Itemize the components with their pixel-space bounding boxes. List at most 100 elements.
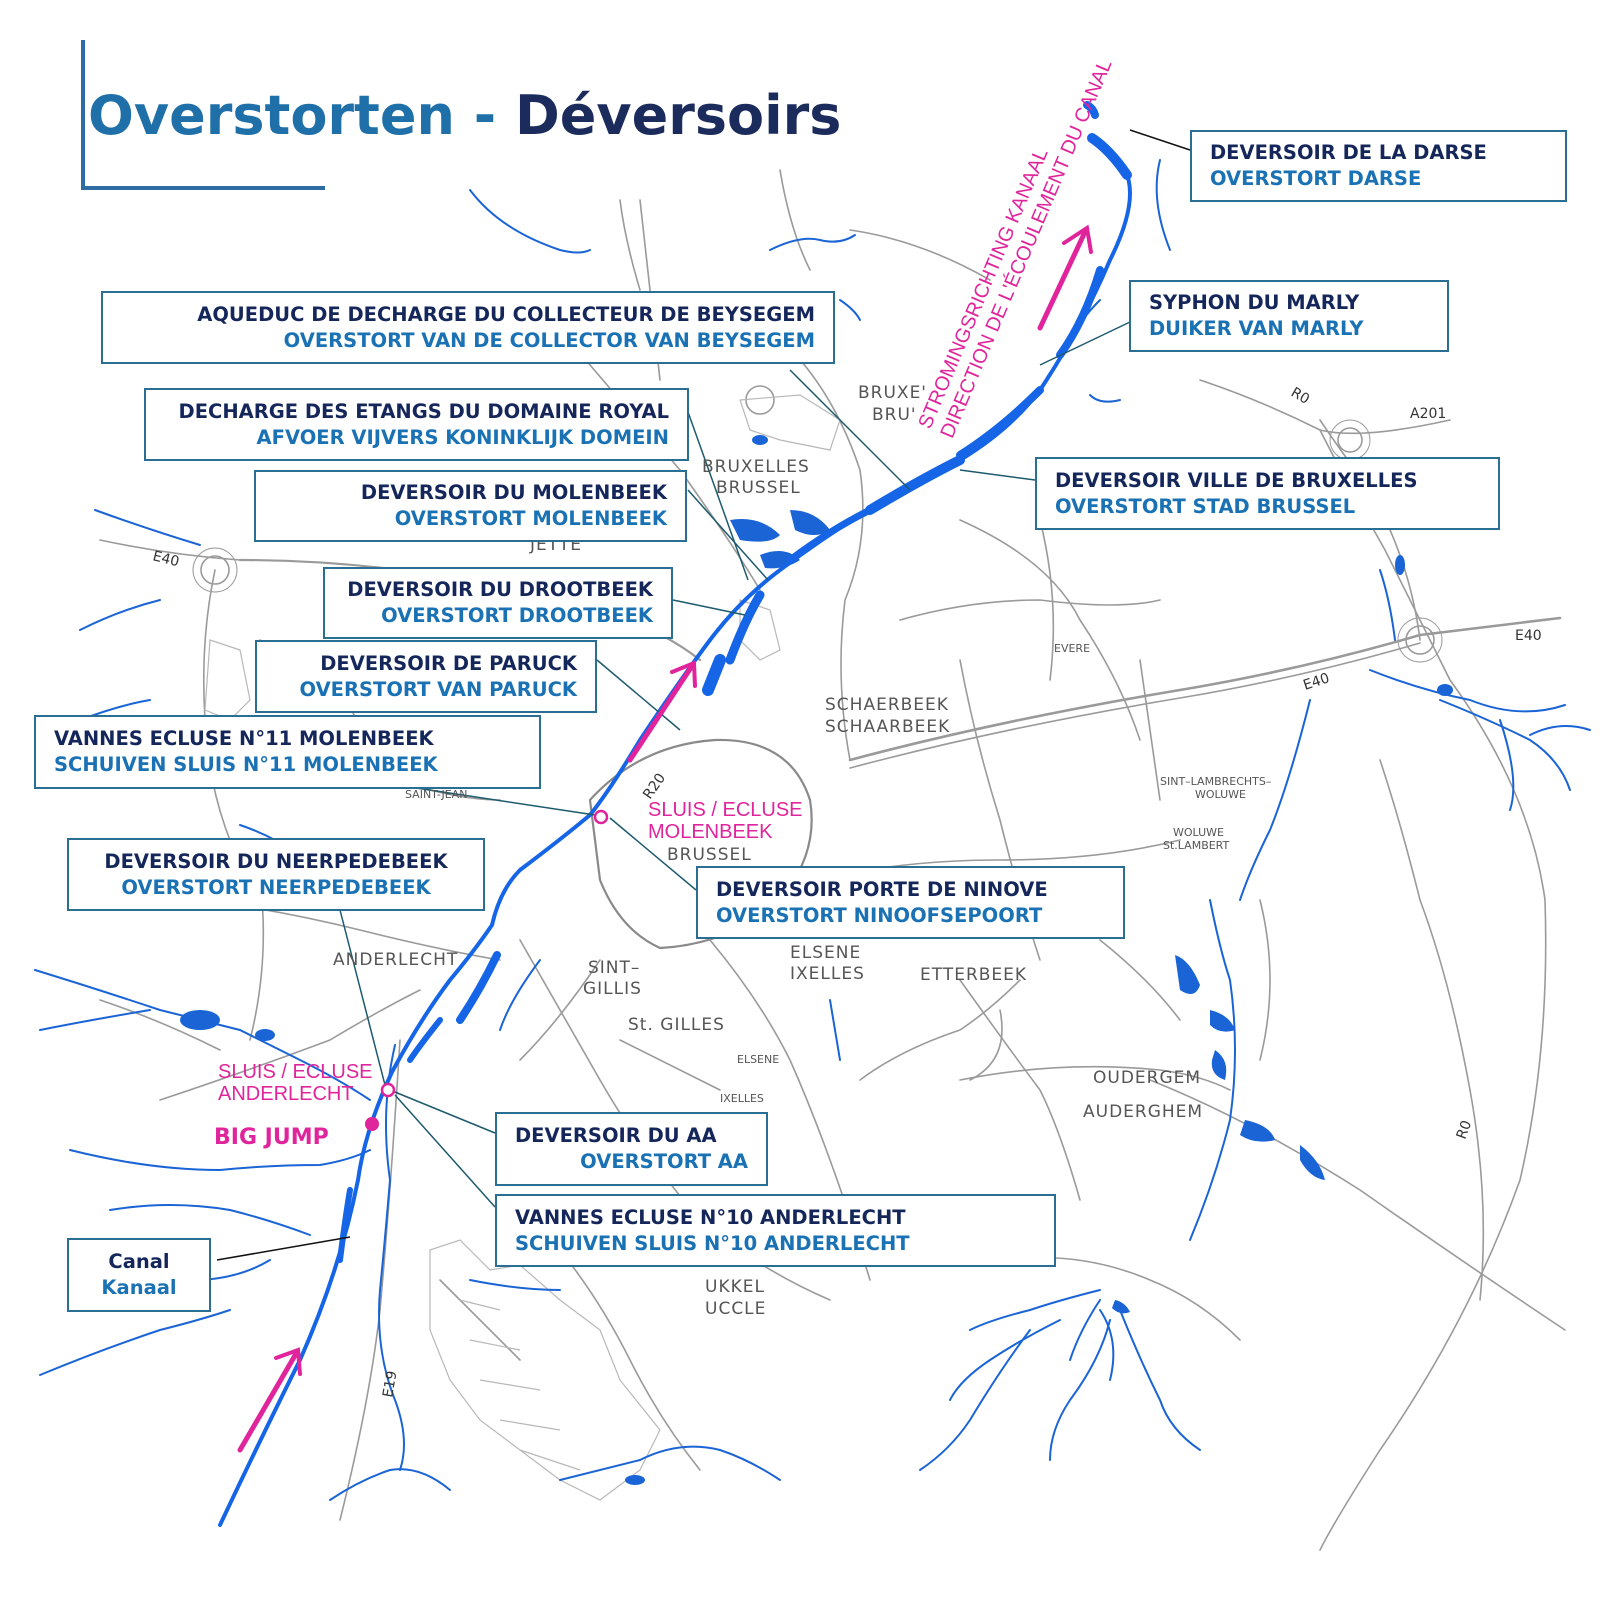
place-oudergem: OUDERGEM <box>1093 1068 1201 1088</box>
box-canal[interactable]: Canal Kanaal <box>67 1238 211 1312</box>
road-a201: A201 <box>1410 406 1446 422</box>
box-darse-nl: OVERSTORT DARSE <box>1210 167 1422 190</box>
box-royal[interactable]: DECHARGE DES ETANGS DU DOMAINE ROYAL AFV… <box>144 388 689 461</box>
box-paruck[interactable]: DEVERSOIR DE PARUCK OVERSTORT VAN PARUCK <box>255 640 597 713</box>
lock-molenbeek-line1: SLUIS / ECLUSE <box>648 799 803 821</box>
place-anderlecht: ANDERLECHT <box>333 950 458 970</box>
box-drootbeek-nl: OVERSTORT DROOTBEEK <box>381 604 653 627</box>
place-sint-lambrechts: SINT–LAMBRECHTS– <box>1160 775 1271 788</box>
title-part1: Overstorten <box>88 84 455 147</box>
box-paruck-nl: OVERSTORT VAN PARUCK <box>299 677 577 701</box>
box-aa[interactable]: DEVERSOIR DU AA OVERSTORT AA <box>495 1112 768 1186</box>
place-elsene-small: ELSENE <box>737 1053 779 1066</box>
box-ninove-nl: OVERSTORT NINOOFSEPOORT <box>716 903 1043 927</box>
road-e40-mid: E40 <box>1301 670 1331 693</box>
box-paruck-fr: DEVERSOIR DE PARUCK <box>320 651 577 675</box>
box-vannes10-fr: VANNES ECLUSE N°10 ANDERLECHT <box>515 1205 906 1229</box>
big-jump-marker[interactable] <box>365 1117 379 1131</box>
box-drootbeek[interactable]: DEVERSOIR DU DROOTBEEK OVERSTORT DROOTBE… <box>323 567 673 639</box>
lock-molenbeek-marker[interactable] <box>593 809 609 825</box>
place-sint: SINT– <box>588 958 640 978</box>
box-darse-fr: DEVERSOIR DE LA DARSE <box>1210 141 1487 164</box>
place-schaarbeek: SCHAARBEEK <box>825 717 950 737</box>
box-neerpede-fr: DEVERSOIR DU NEERPEDEBEEK <box>104 849 448 873</box>
place-ixelles-small: IXELLES <box>720 1092 764 1105</box>
place-woluwe-st: WOLUWE <box>1173 826 1224 839</box>
box-marly-fr: SYPHON DU MARLY <box>1149 291 1360 314</box>
road-e19: E19 <box>380 1370 400 1399</box>
road-labels: E40 E40 E40 R0 A201 R0 R20 E19 <box>151 385 1542 1399</box>
road-r0-north: R0 <box>1288 385 1312 408</box>
lock-anderlecht-line1: SLUIS / ECLUSE <box>218 1061 373 1083</box>
place-saint-jean: SAINT-JEAN <box>405 788 467 801</box>
place-ukkel: UKKEL <box>705 1277 765 1297</box>
flow-arrow-south <box>237 1349 300 1453</box>
box-drootbeek-fr: DEVERSOIR DU DROOTBEEK <box>347 578 653 601</box>
waterways <box>34 159 1591 1501</box>
road-e40-west: E40 <box>151 548 181 570</box>
box-aa-fr: DEVERSOIR DU AA <box>515 1124 717 1147</box>
box-neerpede[interactable]: DEVERSOIR DU NEERPEDEBEEK OVERSTORT NEER… <box>67 838 485 911</box>
box-beysegem-fr: AQUEDUC DE DECHARGE DU COLLECTEUR DE BEY… <box>197 302 815 326</box>
road-r0-east: R0 <box>1454 1118 1475 1141</box>
box-royal-nl: AFVOER VIJVERS KONINKLIJK DOMEIN <box>256 425 669 449</box>
place-auderghem: AUDERGHEM <box>1083 1102 1203 1122</box>
box-marly[interactable]: SYPHON DU MARLY DUIKER VAN MARLY <box>1129 280 1449 352</box>
place-etterbeek: ETTERBEEK <box>920 965 1027 985</box>
box-bruxelles-fr: DEVERSOIR VILLE DE BRUXELLES <box>1055 468 1418 492</box>
box-beysegem-nl: OVERSTORT VAN DE COLLECTOR VAN BEYSEGEM <box>283 328 815 352</box>
box-vannes10[interactable]: VANNES ECLUSE N°10 ANDERLECHT SCHUIVEN S… <box>495 1194 1056 1267</box>
road-r20: R20 <box>640 771 669 803</box>
lock-molenbeek-line2: MOLENBEEK <box>648 821 773 843</box>
place-st-lambert: St.LAMBERT <box>1163 839 1230 852</box>
ponds <box>180 435 1453 1485</box>
box-vannes11-fr: VANNES ECLUSE N°11 MOLENBEEK <box>54 727 434 750</box>
place-evere: EVERE <box>1054 642 1090 655</box>
box-canal-fr: Canal <box>108 1250 170 1273</box>
flow-arrow-north <box>1037 229 1088 331</box>
leader-lines <box>216 129 1191 1261</box>
small-place-names: EVERE SAINT-JEAN SINT–LAMBRECHTS– WOLUWE… <box>405 642 1271 1105</box>
place-gillis: GILLIS <box>583 979 642 999</box>
place-elsene: ELSENE <box>790 943 861 963</box>
box-molenbeek-nl: OVERSTORT MOLENBEEK <box>394 507 667 530</box>
box-vannes11-nl: SCHUIVEN SLUIS N°11 MOLENBEEK <box>54 753 438 776</box>
place-woluwe: WOLUWE <box>1195 788 1246 801</box>
canal <box>218 101 1132 1527</box>
place-bruxelles-upper: BRUXELLES <box>702 457 810 477</box>
lock-anderlecht-line2: ANDERLECHT <box>218 1083 354 1105</box>
box-molenbeek[interactable]: DEVERSOIR DU MOLENBEEK OVERSTORT MOLENBE… <box>254 470 687 542</box>
box-beysegem[interactable]: AQUEDUC DE DECHARGE DU COLLECTEUR DE BEY… <box>101 291 835 364</box>
box-aa-nl: OVERSTORT AA <box>580 1150 748 1173</box>
box-royal-fr: DECHARGE DES ETANGS DU DOMAINE ROYAL <box>178 399 669 423</box>
place-schaerbeek: SCHAERBEEK <box>825 695 949 715</box>
place-bruxe: BRUXE' <box>858 383 927 403</box>
title-separator: - <box>473 84 497 147</box>
big-jump-label: BIG JUMP <box>214 1125 329 1150</box>
box-ninove[interactable]: DEVERSOIR PORTE DE NINOVE OVERSTORT NINO… <box>696 866 1125 939</box>
place-st-gilles: St. GILLES <box>628 1015 725 1035</box>
road-e40-east: E40 <box>1515 628 1542 644</box>
place-bru: BRU' <box>872 405 917 425</box>
box-neerpede-nl: OVERSTORT NEERPEDEBEEK <box>121 875 431 899</box>
place-names: BRUXE' BRU' BRUXELLES BRUSSEL JETTE SCHA… <box>333 383 1203 1319</box>
place-ixelles: IXELLES <box>790 964 865 984</box>
page-title: Overstorten - Déversoirs <box>88 84 841 147</box>
flow-arrow-mid <box>627 663 695 763</box>
title-part2: Déversoirs <box>514 84 842 147</box>
place-brussel-center: BRUSSEL <box>667 845 752 865</box>
flow-arrows <box>237 224 1093 1453</box>
box-bruxelles-nl: OVERSTORT STAD BRUSSEL <box>1055 494 1356 518</box>
box-ninove-fr: DEVERSOIR PORTE DE NINOVE <box>716 877 1048 901</box>
place-uccle: UCCLE <box>705 1299 766 1319</box>
box-darse[interactable]: DEVERSOIR DE LA DARSE OVERSTORT DARSE <box>1190 130 1567 202</box>
box-bruxelles[interactable]: DEVERSOIR VILLE DE BRUXELLES OVERSTORT S… <box>1035 457 1500 530</box>
box-vannes10-nl: SCHUIVEN SLUIS N°10 ANDERLECHT <box>515 1231 910 1255</box>
box-vannes11[interactable]: VANNES ECLUSE N°11 MOLENBEEK SCHUIVEN SL… <box>34 715 541 789</box>
flow-direction-label: STROMINGSRICHTING KANAAL DIRECTION DE L'… <box>914 56 1116 442</box>
lock-labels: SLUIS / ECLUSE MOLENBEEK SLUIS / ECLUSE … <box>218 799 803 1105</box>
box-molenbeek-fr: DEVERSOIR DU MOLENBEEK <box>360 481 667 504</box>
box-canal-nl: Kanaal <box>101 1276 177 1299</box>
lock-anderlecht-marker[interactable] <box>380 1082 396 1098</box>
